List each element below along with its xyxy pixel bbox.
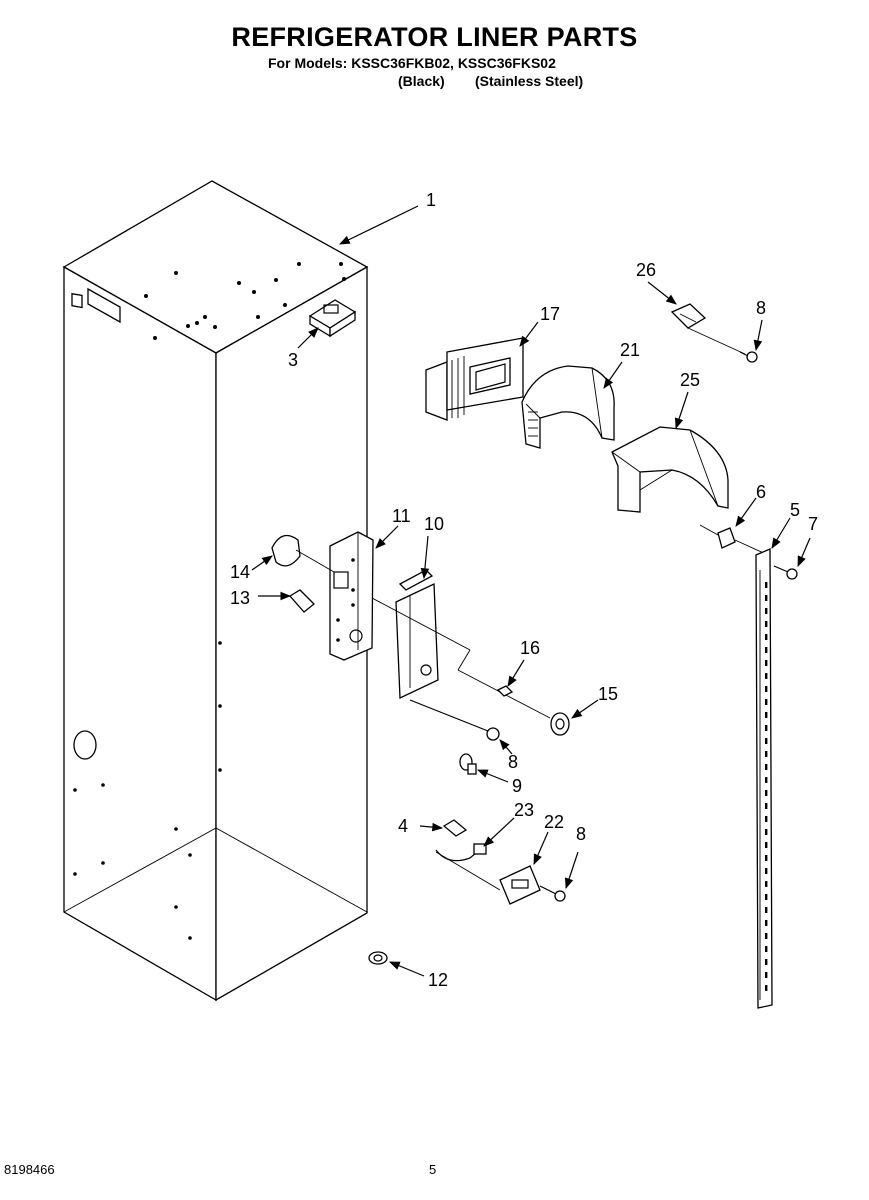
variant-stainless-label: (Stainless Steel) — [475, 73, 584, 89]
callout-11: 11 — [392, 506, 411, 526]
callout-4: 4 — [398, 816, 408, 836]
rail-slots — [765, 582, 768, 991]
callout-1: 1 — [426, 190, 436, 210]
hinge-bracket — [329, 531, 374, 661]
callout-26: 26 — [636, 260, 656, 280]
callout-8-light: 8 — [576, 824, 586, 844]
rail-screw — [773, 565, 798, 580]
callout-12: 12 — [428, 970, 448, 990]
light-socket — [442, 819, 468, 837]
light-switch — [499, 865, 541, 905]
plug-button — [459, 753, 477, 775]
callout-7: 7 — [808, 514, 818, 534]
liner-cabinet — [62, 180, 369, 1002]
callout-21: 21 — [620, 340, 640, 360]
hinge-knob — [271, 534, 335, 573]
callout-labels: 1 3 26 8 17 21 25 6 5 7 11 10 14 13 16 1… — [230, 190, 818, 990]
page-number: 5 — [429, 1162, 437, 1177]
callout-6: 6 — [756, 482, 766, 502]
page-title: REFRIGERATOR LINER PARTS — [231, 22, 638, 52]
models-line: For Models: KSSC36FKB02, KSSC36FKS02 — [268, 55, 556, 71]
callout-17: 17 — [540, 304, 560, 324]
grommet — [550, 712, 570, 736]
callout-13: 13 — [230, 588, 250, 608]
callout-10: 10 — [424, 514, 444, 534]
document-number: 8198466 — [4, 1162, 55, 1177]
wire-clip — [496, 685, 514, 697]
screw-light — [539, 885, 566, 902]
callout-3: 3 — [288, 350, 298, 370]
screw-center — [409, 699, 500, 741]
callout-16: 16 — [520, 638, 540, 658]
callout-22: 22 — [544, 812, 564, 832]
variant-black-label: (Black) — [398, 73, 445, 89]
leader-lines — [251, 205, 811, 977]
top-bracket — [308, 299, 357, 338]
shelf-rail — [755, 548, 773, 1009]
callout-15: 15 — [598, 684, 618, 704]
drain-grommet — [368, 951, 388, 965]
callout-23: 23 — [514, 800, 534, 820]
callout-14: 14 — [230, 562, 250, 582]
callout-8-center: 8 — [508, 752, 518, 772]
damper-bracket — [670, 303, 746, 355]
air-duct — [521, 365, 615, 449]
rail-clip — [699, 524, 771, 557]
callout-8-top: 8 — [756, 298, 766, 318]
callout-25: 25 — [680, 370, 700, 390]
screw-top-right — [739, 351, 758, 363]
vent-frame — [425, 337, 524, 421]
wire-harness — [435, 843, 501, 891]
hinge-pad — [288, 589, 315, 613]
callout-9: 9 — [512, 776, 522, 796]
callout-5: 5 — [790, 500, 800, 520]
duct-cover — [611, 426, 729, 513]
